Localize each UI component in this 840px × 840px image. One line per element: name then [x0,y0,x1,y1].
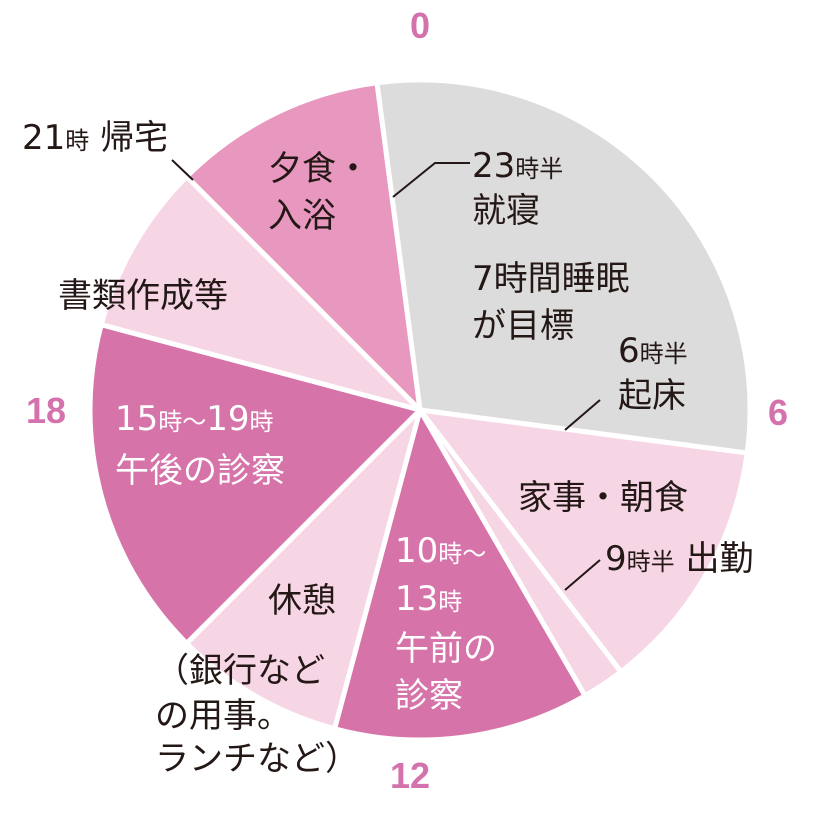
home-time-label: 21時 帰宅 [22,118,169,158]
commute-label: 9時半 出勤 [605,539,754,579]
am-clinic-time1: 10時〜 [395,531,487,571]
pie-slice [374,77,753,456]
pie-slice [332,407,588,743]
wake-time-label: 6時半 [618,331,688,371]
pm-clinic-label: 午後の診察 [115,451,285,491]
dinner-label1: 夕食・ [268,149,370,189]
pie-slice [184,407,423,732]
sleep-time-label: 23時半 [472,146,564,186]
hour-tick-18: 18 [26,390,67,431]
pie-slice [417,407,750,675]
am-clinic-time2: 13時 [395,579,463,619]
goal-line1: 7時間睡眠 [472,259,630,299]
rest-note1: （銀行など [155,651,325,691]
chores-label: 家事・朝食 [518,478,688,518]
pie-slice [87,322,423,646]
rest-note2: の用事。 [155,696,291,736]
dinner-label2: 入浴 [268,196,336,236]
am-clinic-label1: 午前の [395,629,497,669]
pm-clinic-time: 15時〜19時 [115,399,274,439]
sleep-label: 就寝 [472,191,540,231]
hour-tick-6: 6 [768,392,789,433]
am-clinic-label2: 診察 [395,676,463,716]
rest-note3: ランチなど） [155,739,359,779]
hour-tick-0: 0 [410,5,431,46]
wake-label: 起床 [618,376,686,416]
pie-slice [98,174,423,413]
rest-label: 休憩 [268,581,336,621]
goal-line2: が目標 [472,306,574,346]
hour-tick-12: 12 [390,755,431,796]
leader-lines [171,159,601,591]
pie-slices [87,77,753,743]
pie-slice [184,80,423,413]
paperwork-label: 書類作成等 [58,276,228,316]
